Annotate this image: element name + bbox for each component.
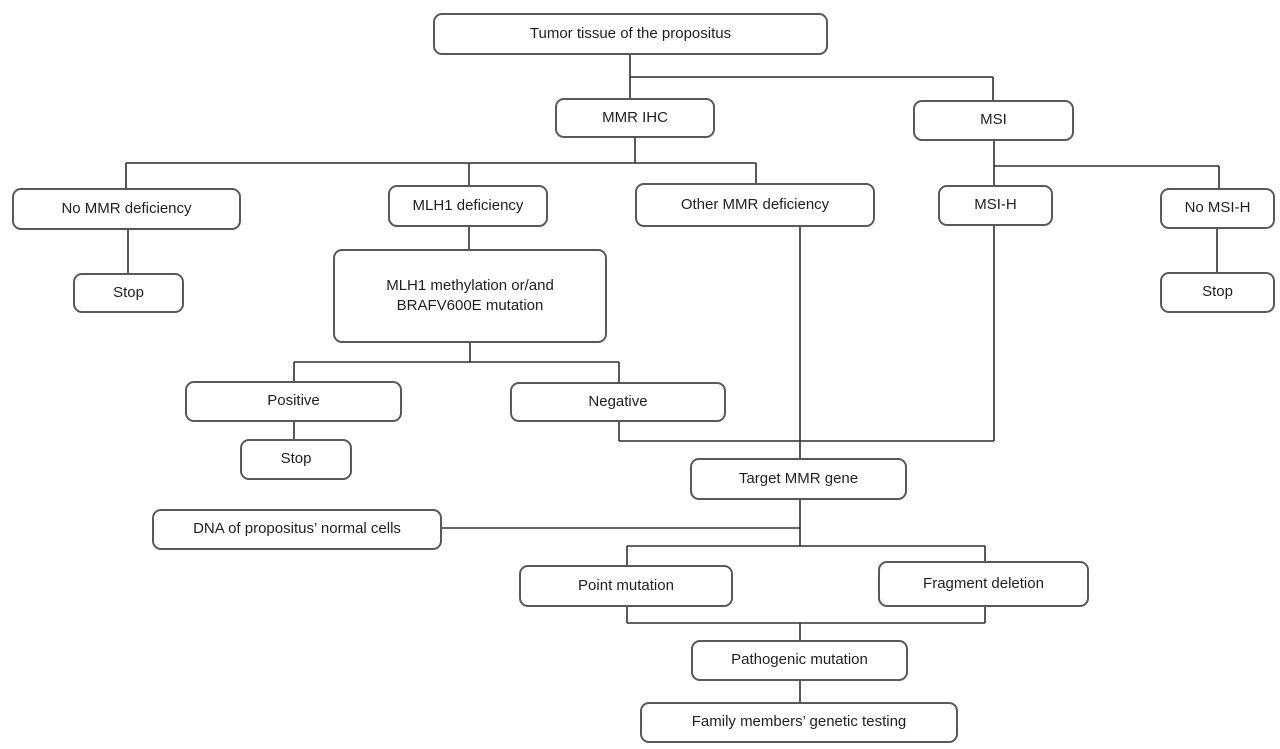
node-mlh1-methylation-braf: MLH1 methylation or/and BRAFV600E mutati… bbox=[333, 249, 607, 343]
node-stop-after-no-mmr: Stop bbox=[73, 273, 184, 313]
node-mlh1-deficiency: MLH1 deficiency bbox=[388, 185, 548, 227]
node-stop-after-positive: Stop bbox=[240, 439, 352, 480]
node-target-mmr-gene: Target MMR gene bbox=[690, 458, 907, 500]
node-family-genetic-testing: Family members’ genetic testing bbox=[640, 702, 958, 743]
node-other-mmr-deficiency: Other MMR deficiency bbox=[635, 183, 875, 227]
node-mmr-ihc: MMR IHC bbox=[555, 98, 715, 138]
node-msi: MSI bbox=[913, 100, 1074, 141]
node-fragment-deletion: Fragment deletion bbox=[878, 561, 1089, 607]
node-pathogenic-mutation: Pathogenic mutation bbox=[691, 640, 908, 681]
mlh1-methylation-line1: MLH1 methylation or/and bbox=[386, 276, 554, 294]
node-tumor-tissue: Tumor tissue of the propositus bbox=[433, 13, 828, 55]
node-stop-after-no-msi-h: Stop bbox=[1160, 272, 1275, 313]
node-no-msi-h: No MSI-H bbox=[1160, 188, 1275, 229]
node-no-mmr-deficiency: No MMR deficiency bbox=[12, 188, 241, 230]
node-negative: Negative bbox=[510, 382, 726, 422]
node-dna-normal-cells: DNA of propositus’ normal cells bbox=[152, 509, 442, 550]
mlh1-methylation-line2: BRAFV600E mutation bbox=[396, 297, 544, 314]
node-msi-h: MSI-H bbox=[938, 185, 1053, 226]
node-point-mutation: Point mutation bbox=[519, 565, 733, 607]
node-positive: Positive bbox=[185, 381, 402, 422]
